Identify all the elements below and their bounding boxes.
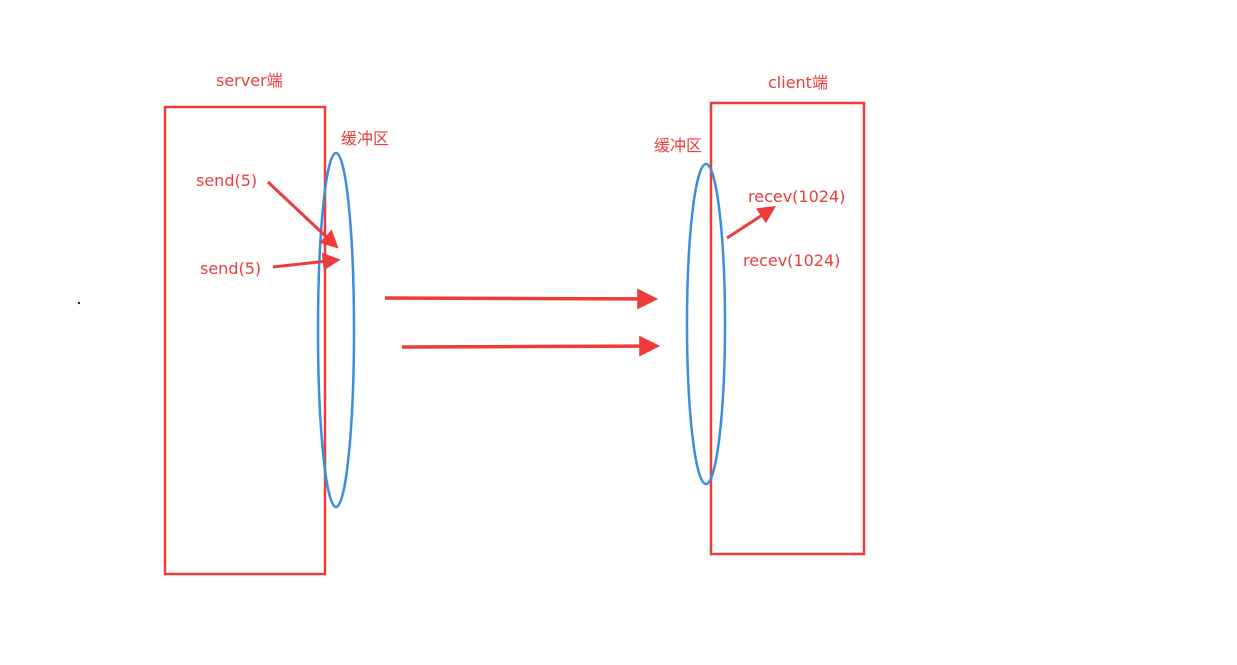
client-title: client端 [768,73,828,92]
transfer-arrow-1 [384,288,659,310]
client-box [709,101,866,556]
server-buffer-ellipse [316,151,356,509]
recv-arrow [726,206,777,240]
client-buffer-ellipse [685,162,727,486]
send-arrow-2 [272,252,341,271]
server-buffer-label: 缓冲区 [341,129,389,148]
server-title: server端 [216,71,283,90]
server-send-label-2: send(5) [200,259,261,278]
server-box [163,105,327,576]
client-recv-label-1: recev(1024) [748,187,845,206]
transfer-arrow-2 [401,335,661,357]
stray-dot [77,301,81,305]
client-buffer-label: 缓冲区 [654,136,702,155]
client-recv-label-2: recev(1024) [743,251,840,270]
server-send-label-1: send(5) [196,171,257,190]
send-arrow-1 [266,180,339,249]
